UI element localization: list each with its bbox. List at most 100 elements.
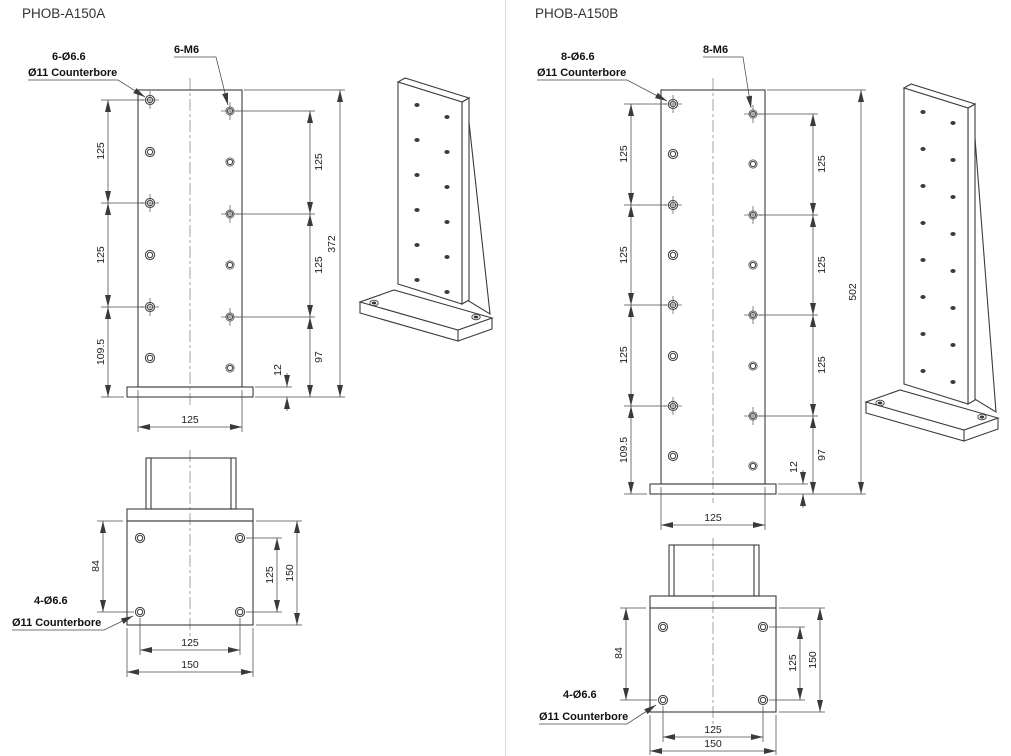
tapped-holes [220, 101, 240, 373]
iso-hole [950, 121, 956, 125]
dim-label: 150 [181, 659, 199, 671]
base-edge-outline [649, 483, 777, 495]
callout-text: Ø11 Counterbore [28, 67, 117, 79]
bottom-view: 84 125 150 125 150 4-Ø6.6 Ø11 [12, 450, 302, 677]
dim-base-depth: 150 [256, 520, 302, 626]
iso-gusset [466, 103, 491, 316]
dim-label: 372 [326, 235, 338, 253]
front-view: 125 125 125 109.5 125 125 125 97 12 [537, 44, 866, 530]
iso-hole [920, 147, 926, 151]
dim-base-width: 150 [649, 715, 777, 755]
dim-plate-offset: 84 [90, 520, 134, 613]
dim-base-width: 150 [126, 628, 254, 677]
counterbore-hole [134, 532, 146, 544]
dim-base-thickness: 12 [255, 364, 292, 411]
leader-line [703, 56, 753, 109]
dim-base-depth: 150 [779, 607, 825, 713]
callout-counterbore-holes: 8-Ø6.6 Ø11 Counterbore [537, 51, 668, 102]
callout-base-holes: 4-Ø6.6 Ø11 Counterbore [12, 595, 134, 631]
counterbore-hole [757, 694, 769, 706]
iso-hole [950, 343, 956, 347]
dim-label: 125 [313, 256, 325, 274]
dim-label: 125 [313, 153, 325, 171]
dim-label: 125 [618, 346, 630, 364]
page-title: PHOB-A150A [22, 6, 105, 21]
dim-plate-width: 125 [660, 487, 766, 530]
page-title: PHOB-A150B [535, 6, 618, 21]
base-plate-outline [649, 607, 777, 713]
dim-hole-pitch-width: 125 [662, 706, 764, 742]
dim-label: 125 [95, 246, 107, 264]
dim-right-holes: 125 125 125 97 [759, 113, 866, 495]
iso-hole [920, 184, 926, 188]
callout-text: Ø11 Counterbore [537, 67, 626, 79]
iso-plate-face [397, 81, 463, 305]
iso-hole [414, 138, 420, 142]
iso-hole [444, 220, 450, 224]
iso-hole [920, 295, 926, 299]
iso-hole [444, 185, 450, 189]
iso-hole [414, 278, 420, 282]
dim-label: 125 [816, 256, 828, 274]
dim-left-holes: 125 125 109.5 [95, 99, 144, 398]
panel-phob-a150a: PHOB-A150A [12, 6, 494, 677]
iso-hole [950, 158, 956, 162]
callout-text: 4-Ø6.6 [34, 595, 68, 607]
iso-base-thickness [865, 402, 999, 442]
leader-line [28, 79, 146, 98]
counterbore-hole [757, 621, 769, 633]
iso-hole [920, 369, 926, 373]
gusset-outline [668, 544, 760, 597]
panel-phob-a150b: PHOB-A150B [535, 6, 1000, 755]
counterbore-holes [140, 90, 160, 364]
dim-label: 125 [816, 155, 828, 173]
callout-text: 8-M6 [703, 44, 728, 56]
dim-label: 125 [264, 566, 276, 584]
dim-label: 12 [272, 364, 284, 376]
dim-label: 125 [618, 246, 630, 264]
iso-hole [920, 110, 926, 114]
callout-counterbore-holes: 6-Ø6.6 Ø11 Counterbore [28, 51, 146, 98]
panel-divider [505, 0, 506, 756]
dim-plate-offset: 84 [613, 607, 657, 701]
iso-hole [920, 332, 926, 336]
dim-hole-pitch-depth: 125 [246, 537, 282, 613]
callout-text: 4-Ø6.6 [563, 689, 597, 701]
callout-text: Ø11 Counterbore [12, 617, 101, 629]
dim-label: 150 [704, 738, 722, 750]
iso-hole [950, 232, 956, 236]
iso-hole [920, 221, 926, 225]
front-view: 125 125 109.5 125 125 97 12 372 [28, 44, 345, 432]
callout-tapped-holes: 6-M6 [174, 44, 229, 106]
dim-label: 150 [807, 651, 819, 669]
counterbore-hole [657, 694, 669, 706]
iso-plate-face [903, 87, 969, 405]
tapped-hole [748, 461, 758, 471]
dim-label: 125 [618, 145, 630, 163]
iso-hole [414, 173, 420, 177]
iso-base-thickness [359, 302, 493, 342]
iso-hole [444, 150, 450, 154]
counterbore-hole [667, 350, 679, 362]
dim-hole-pitch-width: 125 [139, 618, 241, 655]
callout-tapped-holes: 8-M6 [703, 44, 753, 109]
callout-text: 8-Ø6.6 [561, 51, 595, 63]
iso-hole [444, 255, 450, 259]
iso-plate-side [461, 97, 470, 305]
tapped-hole [225, 157, 235, 167]
tapped-hole [225, 363, 235, 373]
counterbore-hole [234, 532, 246, 544]
callout-text: Ø11 Counterbore [539, 711, 628, 723]
tapped-hole [225, 260, 235, 270]
dim-overall-height: 502 [767, 89, 866, 494]
dim-hole-pitch-depth: 125 [769, 626, 805, 701]
callout-base-holes: 4-Ø6.6 Ø11 Counterbore [539, 689, 657, 725]
counterbore-hole [144, 249, 156, 261]
base-edge-outline [126, 386, 254, 398]
dim-overall-height: 372 [244, 89, 345, 397]
dim-plate-width: 125 [137, 390, 243, 432]
counterbore-hole [144, 146, 156, 158]
dim-label: 12 [788, 461, 800, 473]
iso-hole [950, 195, 956, 199]
